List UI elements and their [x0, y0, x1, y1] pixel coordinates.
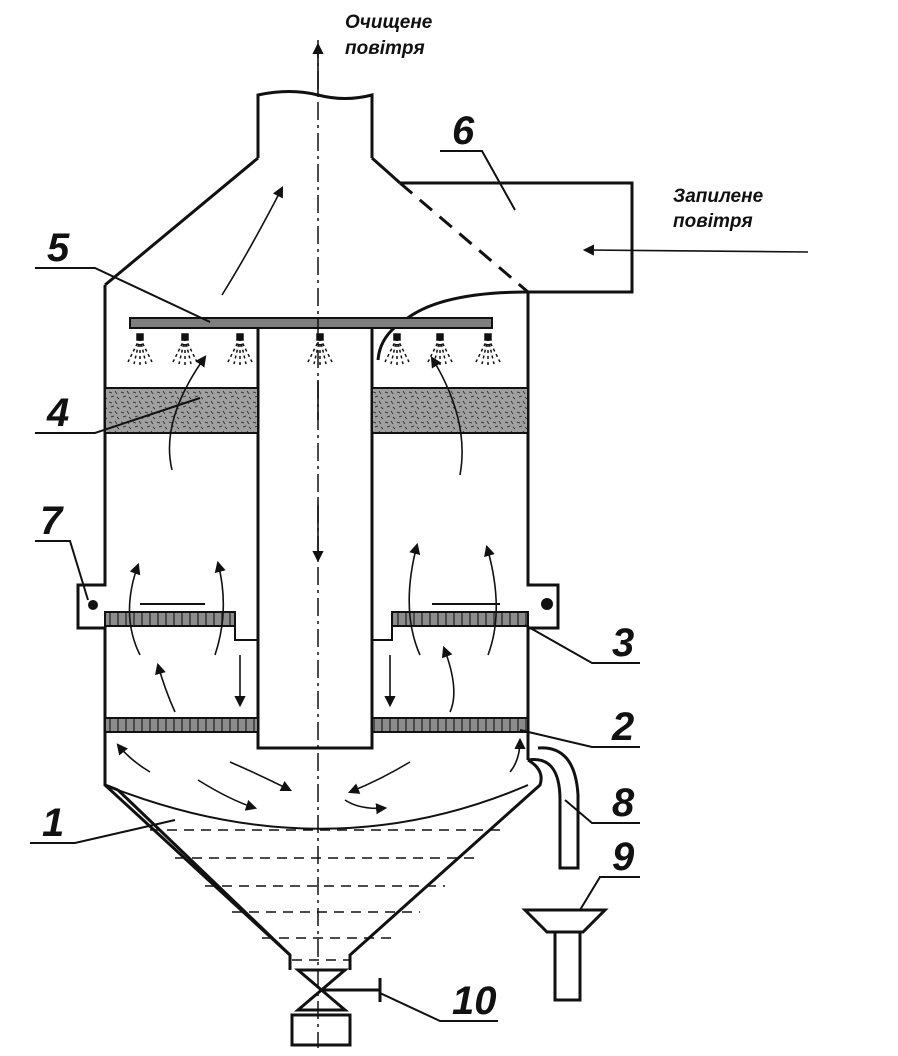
packing-layer-left [104, 387, 259, 434]
central-tube [256, 328, 374, 750]
lower-grate [104, 717, 529, 733]
callout-7: 7 [40, 499, 63, 543]
outlet-caption-line2: повітря [345, 38, 425, 59]
level-sensor-right [541, 598, 553, 610]
outlet-pipe [256, 90, 374, 158]
callout-1: 1 [42, 801, 65, 845]
overflow-pipe [527, 746, 580, 870]
callout-6: 6 [452, 109, 475, 153]
inlet-duct [376, 181, 634, 361]
flow-arrows [116, 42, 809, 815]
drain-valve [290, 968, 382, 1047]
leader-lines [30, 150, 640, 1022]
outlet-caption-line1: Очищене [345, 12, 433, 33]
level-sensor-left [88, 600, 98, 610]
sprayer-bar [129, 317, 493, 329]
spray-nozzles [127, 333, 501, 365]
callout-5: 5 [47, 226, 70, 270]
callout-10: 10 [452, 979, 497, 1023]
callout-2: 2 [612, 705, 635, 749]
callout-3: 3 [612, 621, 635, 665]
inlet-caption-line1: Запилене [673, 186, 764, 207]
vessel-body [76, 156, 560, 970]
inlet-caption-line2: повітря [673, 211, 753, 232]
drain-funnel [521, 908, 609, 1002]
liquid-bath [117, 784, 529, 961]
callout-8: 8 [612, 781, 635, 825]
callout-4: 4 [47, 391, 70, 435]
upper-grate [104, 603, 529, 641]
callout-9: 9 [612, 835, 635, 879]
